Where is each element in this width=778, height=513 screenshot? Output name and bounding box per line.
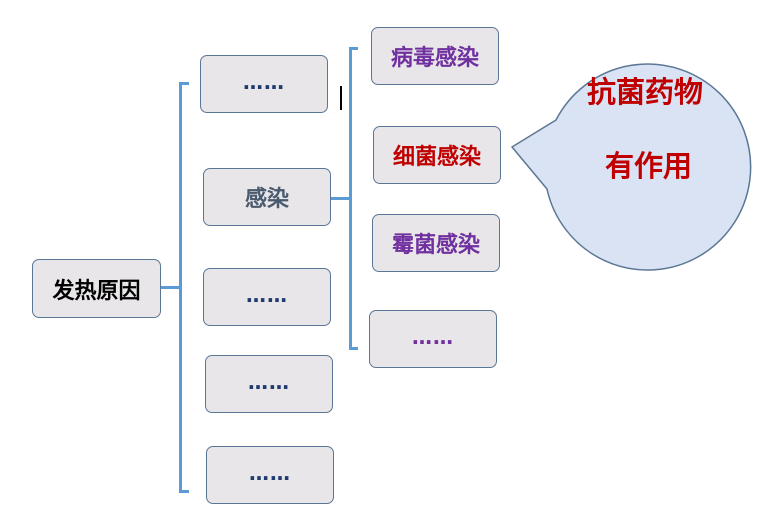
bracket-tick-1 — [179, 82, 189, 85]
bracket-tick-bottom — [349, 347, 358, 350]
infection-node-fungus-label: 霉菌感染 — [391, 233, 480, 258]
cause-node-4: …… — [205, 355, 333, 413]
root-node-label: 发热原因 — [52, 278, 141, 304]
infection-node-fungus: 霉菌感染 — [372, 214, 500, 272]
root-connector — [160, 286, 180, 289]
infection-connector — [330, 197, 352, 200]
root-node-fever-cause: 发热原因 — [32, 259, 161, 318]
infections-bracket-spine — [349, 47, 352, 350]
cause-node-1-label: …… — [243, 70, 285, 94]
cause-node-5-label: …… — [249, 461, 291, 485]
causes-bracket-spine — [179, 82, 182, 493]
infection-node-bacteria-label: 细菌感染 — [392, 145, 481, 170]
cause-node-5: …… — [206, 446, 334, 504]
infection-node-virus-label: 病毒感染 — [390, 46, 479, 71]
cause-node-3: …… — [203, 268, 331, 326]
callout-bubble-shape — [511, 63, 752, 271]
cause-node-infection-label: 感染 — [244, 187, 289, 212]
cause-node-1: …… — [200, 55, 328, 113]
callout-line-2: 有作用 — [605, 149, 693, 183]
infection-node-other-label: …… — [412, 325, 454, 349]
bracket-tick-top — [349, 47, 358, 50]
text-cursor — [340, 86, 342, 110]
callout-line-1: 抗菌药物 — [587, 75, 704, 109]
infection-node-bacteria: 细菌感染 — [373, 126, 501, 184]
cause-node-3-label: …… — [246, 283, 288, 307]
bracket-tick-5 — [179, 490, 189, 493]
cause-node-4-label: …… — [248, 370, 290, 394]
cause-node-infection: 感染 — [203, 168, 331, 226]
infection-node-other: …… — [369, 310, 497, 368]
infection-node-virus: 病毒感染 — [371, 27, 499, 85]
